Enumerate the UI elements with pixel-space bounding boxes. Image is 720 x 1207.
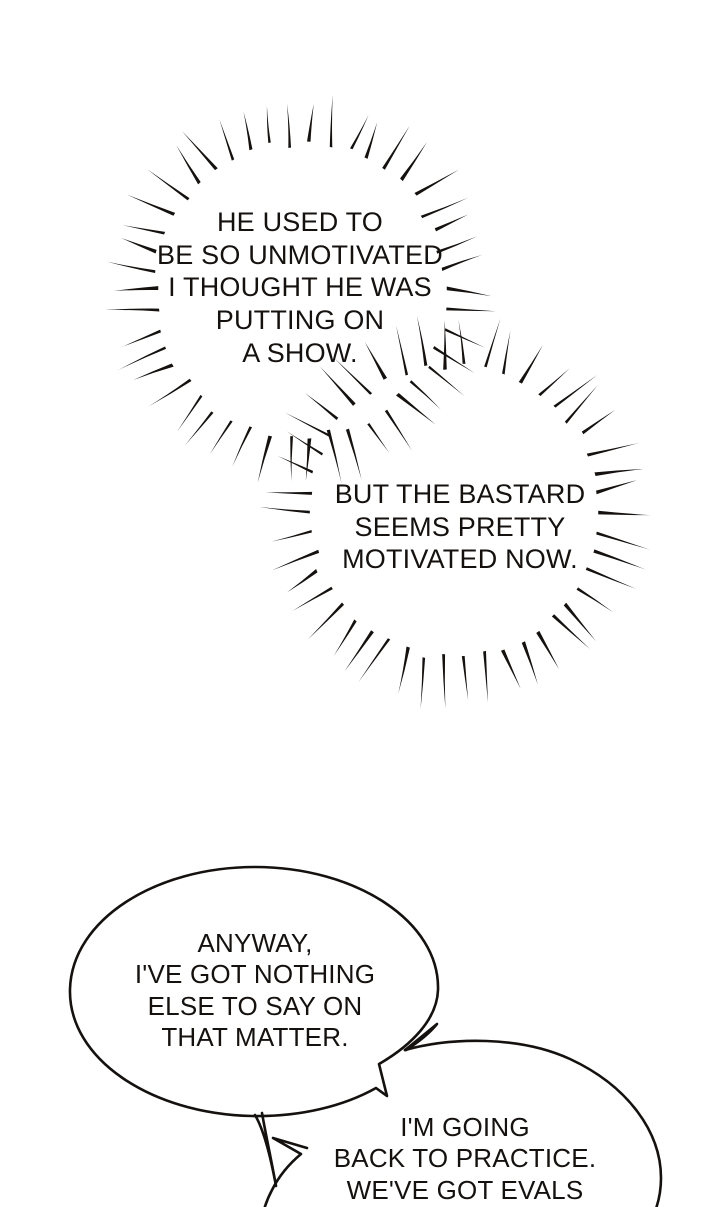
burst-spike [292, 586, 333, 611]
burst-spike [553, 374, 598, 408]
burst-spike [219, 118, 235, 161]
burst-spike [564, 384, 599, 424]
burst-spike [367, 423, 390, 454]
burst-spike [483, 650, 488, 703]
burst-spike [266, 106, 271, 143]
burst-spike [442, 654, 446, 709]
burst-spike [277, 456, 314, 474]
burst-spike [400, 142, 428, 182]
burst-spike [286, 431, 323, 456]
burst-spike [551, 614, 591, 650]
burst-spike [209, 420, 233, 455]
burst-spike [344, 630, 374, 672]
burst-spike [286, 103, 292, 148]
burst-spike [536, 630, 560, 670]
bubble-3-text: ANYWAY, I'VE GOT NOTHING ELSE TO SAY ON … [134, 928, 376, 1053]
burst-spike [409, 380, 441, 410]
burst-spike [518, 344, 543, 384]
burst-spike [398, 646, 410, 694]
burst-spike [594, 469, 644, 477]
burst-spike [319, 366, 356, 406]
burst-spike [333, 619, 357, 656]
burst-spike [305, 438, 312, 481]
burst-spike [290, 436, 293, 482]
bubble-4-text: I'M GOING BACK TO PRACTICE. WE'VE GOT EV… [333, 1112, 597, 1205]
burst-spike [345, 428, 362, 480]
burst-spike [484, 318, 501, 368]
burst-spike [576, 587, 614, 613]
burst-spike [384, 409, 413, 451]
burst-spike [148, 378, 192, 407]
burst-spike [307, 602, 345, 640]
burst-spike [329, 94, 333, 148]
burst-spike [184, 411, 214, 446]
burst-spike [586, 443, 639, 457]
burst-spike [257, 435, 273, 483]
burst-spike [396, 392, 436, 425]
bubble-2-text: BUT THE BASTARD SEEMS PRETTY MOTIVATED N… [334, 479, 586, 575]
burst-spike [326, 429, 342, 484]
burst-spike [304, 393, 339, 421]
burst-spike [461, 655, 469, 701]
burst-spike [232, 426, 253, 467]
burst-spike [581, 409, 616, 435]
burst-spike [500, 649, 521, 689]
burst-spike [538, 368, 570, 396]
burst-spike [382, 125, 410, 170]
burst-spike [350, 114, 369, 150]
burst-spike [521, 641, 538, 685]
bubble-1-text: HE USED TO BE SO UNMOTIVATED I THOUGHT H… [157, 207, 443, 368]
burst-spike [414, 169, 460, 196]
burst-spike [428, 365, 465, 397]
burst-spike [358, 638, 391, 683]
burst-spike [420, 657, 426, 709]
burst-spike [502, 330, 511, 375]
burst-spike [182, 131, 218, 171]
burst-spike [243, 111, 253, 151]
burst-spike [307, 103, 314, 142]
burst-spike [364, 122, 378, 159]
burst-spike [563, 602, 597, 642]
burst-spike [176, 145, 201, 185]
burst-spike [284, 412, 331, 437]
burst-spike [147, 169, 190, 201]
burst-spike [177, 394, 203, 432]
